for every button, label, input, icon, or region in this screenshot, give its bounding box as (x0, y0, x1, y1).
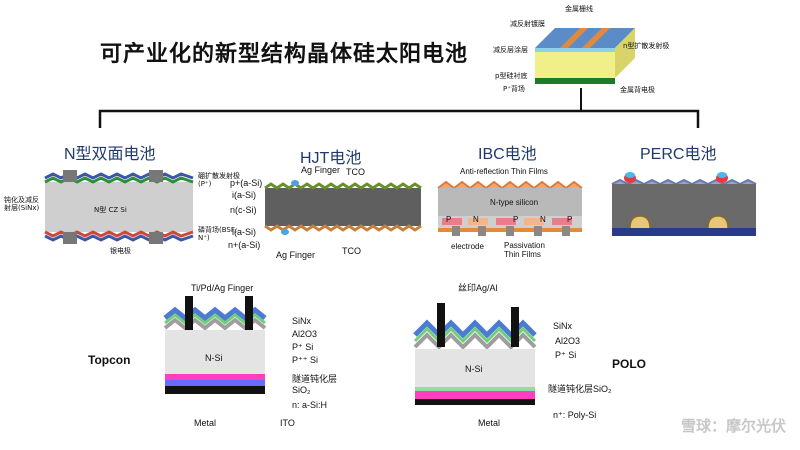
topcon-layer-1: Al2O3 (292, 329, 318, 339)
topcon-layer-0: SiNx (292, 316, 312, 326)
ibc-region-0: P (446, 215, 452, 224)
polo-layer-2: P⁺ Si (555, 350, 577, 360)
hjt-top-finger: Ag Finger (301, 165, 341, 175)
ibc-electrode-label: electrode (451, 242, 484, 251)
topcon-layer-2: P⁺ Si (292, 342, 314, 352)
hjt-layer-1: i(a-Si) (232, 190, 256, 200)
n-bifacial-emitter-label: 硼扩散发射极(P⁺) (198, 172, 240, 188)
polo-metal-label: Metal (478, 418, 501, 428)
ibc-region-3: N (540, 215, 546, 224)
label-back-electrode: 金属背电极 (620, 86, 655, 94)
label-metal-grid: 金属栅线 (565, 5, 593, 13)
n-bifacial-center-label: N型 CZ Si (94, 206, 127, 214)
watermark: 雪球：摩尔光伏 (680, 417, 786, 435)
label-p-bsf: P⁺背场 (503, 85, 525, 93)
hjt-bottom-finger: Ag Finger (276, 250, 316, 260)
n-bifacial-bsf-label: 磷背场(BSF, N⁺) (198, 226, 238, 242)
topcon-tunnel-label: 隧道钝化层SiO₂ (292, 374, 338, 395)
topcon-center-label: N-Si (205, 353, 223, 363)
title-hjt: HJT电池 (300, 150, 362, 167)
n-bifacial-left-label: 钝化及减反射层(SiNx) (4, 196, 40, 212)
ibc-region-2: P (513, 215, 519, 224)
ibc-center-label: N-type silicon (490, 198, 539, 207)
topcon-ito-label: ITO (280, 418, 295, 428)
ibc-arc-label: Anti-reflection Thin Films (460, 167, 548, 176)
topcon-name: Topcon (88, 353, 131, 367)
topcon-cell-diagram (163, 296, 267, 394)
label-p-substrate: p型硅衬底 (495, 72, 528, 80)
label-n-emitter: n型扩散发射极 (623, 42, 670, 50)
label-ar-coating: 减反射镀膜 (510, 20, 545, 28)
ibc-region-4: P (567, 215, 573, 224)
n-bifacial-cell-diagram (44, 170, 194, 244)
title-n-bifacial: N型双面电池 (64, 146, 156, 163)
topcon-finger-label: Ti/Pd/Ag Finger (191, 283, 254, 293)
topcon-bottom-layer-label: n: a-Si:H (292, 400, 328, 410)
polo-layer-1: Al2O3 (555, 336, 581, 346)
topcon-metal-label: Metal (194, 418, 217, 428)
hjt-bottom-tco: TCO (342, 246, 361, 256)
ibc-cell-diagram (437, 180, 583, 236)
polo-layer-0: SiNx (553, 321, 573, 331)
hjt-layer-2: n(c-Si) (230, 205, 257, 215)
topcon-layer-3: P⁺⁺ Si (292, 355, 319, 365)
hjt-top-tco: TCO (346, 167, 365, 177)
ibc-passivation-label: Passivation Thin Films (504, 241, 545, 259)
cell-3d-illustration (535, 28, 635, 84)
perc-cell-diagram (611, 172, 757, 236)
title-perc: PERC电池 (640, 146, 717, 163)
page-title: 可产业化的新型结构晶体硅太阳电池 (100, 42, 469, 67)
polo-tunnel-label: 隧道钝化层SiO₂ (548, 384, 612, 394)
hjt-layer-0: p+(a-Si) (230, 178, 263, 188)
hjt-layer-4: n+(a-Si) (228, 240, 261, 250)
polo-poly-label: n⁺: Poly-Si (553, 410, 597, 420)
ibc-region-1: N (473, 215, 479, 224)
polo-center-label: N-Si (465, 364, 483, 374)
title-ibc: IBC电池 (478, 146, 537, 163)
polo-name: POLO (612, 357, 647, 371)
n-bifacial-electrode-label: 银电极 (110, 247, 131, 255)
hjt-cell-diagram (264, 180, 422, 235)
hjt-layer-3: i(a-Si) (232, 227, 256, 237)
polo-cell-diagram (413, 303, 537, 405)
label-ar-layer: 减反层涂层 (493, 46, 528, 54)
polo-finger-label: 丝印Ag/Al (458, 283, 498, 293)
